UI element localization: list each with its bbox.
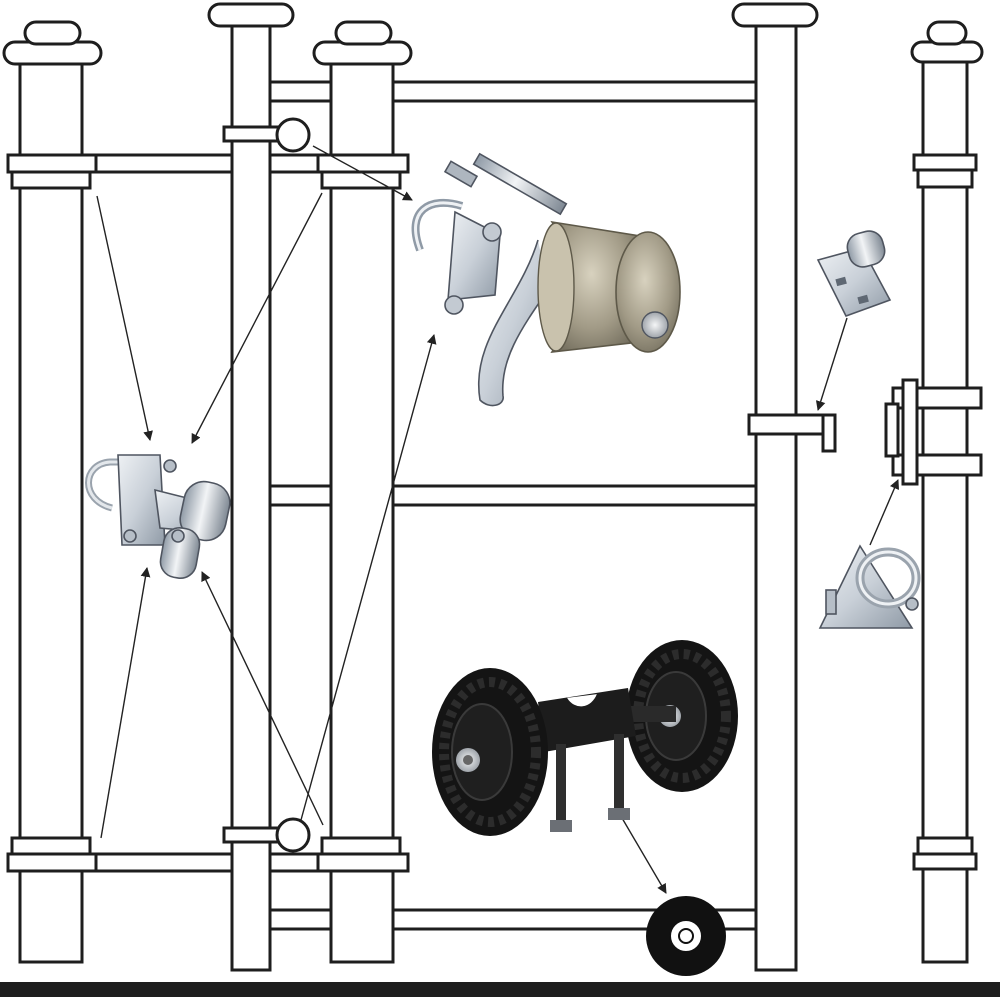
hinge-clamp-icon — [85, 454, 231, 580]
post-cap-icon — [731, 2, 819, 28]
upper-hinge-knuckle — [222, 117, 311, 153]
roller-wheel — [537, 220, 681, 353]
gate-right-upright — [731, 2, 819, 972]
latch-fork — [747, 413, 837, 453]
ground-line — [0, 982, 1000, 997]
latch-receiver — [884, 378, 983, 486]
left-hinge-post — [2, 20, 103, 964]
gate-left-upright — [207, 2, 295, 972]
latch-clamp-icon — [818, 544, 921, 629]
pointer-arrows — [96, 145, 900, 894]
center-hinge-post — [312, 20, 413, 964]
roller-guide-icon — [411, 152, 681, 407]
carrier-front-wheel — [432, 668, 548, 836]
latch-plate-icon — [816, 230, 892, 317]
lower-hinge-knuckle — [222, 817, 311, 853]
post-cap-icon — [207, 2, 295, 28]
dual-wheel-carrier-icon — [432, 640, 738, 836]
right-latch-post — [910, 20, 984, 964]
small-wheel-icon — [646, 896, 726, 976]
